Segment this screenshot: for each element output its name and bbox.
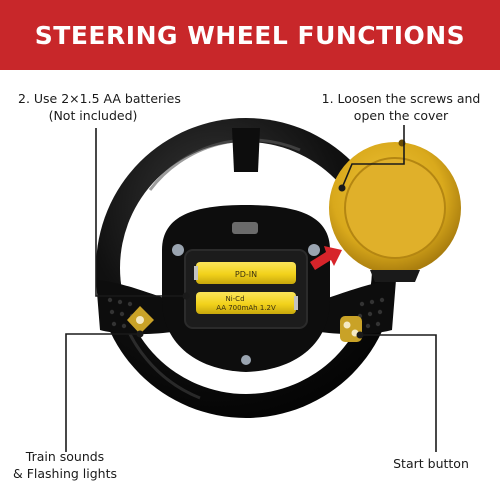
open-arrow-icon (310, 246, 342, 270)
battery-callout-line1: 2. Use 2×1.5 AA batteries (18, 91, 181, 106)
battery-top: PD-IN (194, 262, 296, 284)
title-banner: STEERING WHEEL FUNCTIONS (0, 0, 500, 70)
callout-leader-lines (65, 125, 437, 452)
start-button[interactable] (340, 316, 362, 342)
top-spoke (232, 128, 260, 172)
start-leader-dot (356, 331, 364, 339)
start-callout: Start button (382, 455, 480, 472)
train-callout: Train sounds & Flashing lights (6, 448, 124, 482)
battery-callout-line2: (Not included) (48, 108, 138, 123)
train-callout-line1: Train sounds (25, 449, 105, 464)
train-callout-line2: & Flashing lights (13, 466, 117, 481)
battery-bottom: Ni-Cd AA 700mAh 1.2V (196, 292, 298, 314)
start-callout-line1: Start button (393, 456, 469, 471)
battery-cover (329, 139, 461, 282)
screw-leader-dot (338, 184, 346, 192)
battery-callout: 2. Use 2×1.5 AA batteries (Not included) (18, 90, 181, 124)
battery-spec-label: AA 700mAh 1.2V (216, 304, 276, 312)
battery-leader-dot (182, 292, 190, 300)
train-leader-dot (136, 330, 144, 338)
page-title: STEERING WHEEL FUNCTIONS (34, 20, 466, 50)
screws-callout: 1. Loosen the screws and open the cover (308, 90, 494, 124)
train-sound-button[interactable] (127, 306, 154, 334)
center-hub (162, 205, 330, 372)
screws-callout-line1: 1. Loosen the screws and (321, 91, 481, 106)
battery-model-label: PD-IN (235, 270, 257, 279)
battery-type-label: Ni-Cd (225, 295, 244, 303)
screws-callout-line2: open the cover (353, 108, 449, 123)
